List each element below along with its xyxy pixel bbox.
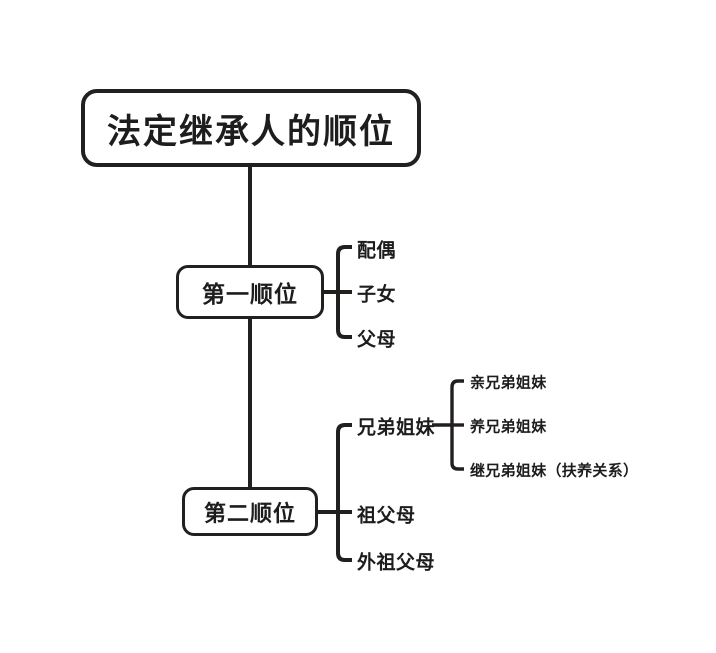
siblings-bracket	[450, 379, 464, 471]
node-tier-first-order[interactable]: 第一顺位	[176, 265, 324, 319]
tier2-bracket	[336, 423, 352, 562]
leaf-grandparents[interactable]: 祖父母	[357, 504, 416, 527]
root-node-legal-heir-order[interactable]: 法定继承人的顺位	[81, 89, 421, 167]
leaf-spouse[interactable]: 配偶	[357, 239, 397, 262]
subleaf-adoptive-siblings[interactable]: 养兄弟姐妹	[470, 417, 547, 436]
leaf-children[interactable]: 子女	[357, 283, 397, 306]
node-tier-second-order[interactable]: 第二顺位	[182, 487, 318, 536]
leaf-parents[interactable]: 父母	[357, 328, 397, 351]
subleaf-step-siblings[interactable]: 继兄弟姐妹（扶养关系）	[470, 461, 639, 480]
leaf-siblings[interactable]: 兄弟姐妹	[357, 416, 436, 439]
leaf-maternal-grandparents[interactable]: 外祖父母	[357, 551, 436, 574]
tier1-bracket	[336, 245, 352, 339]
subleaf-full-siblings[interactable]: 亲兄弟姐妹	[470, 373, 547, 392]
